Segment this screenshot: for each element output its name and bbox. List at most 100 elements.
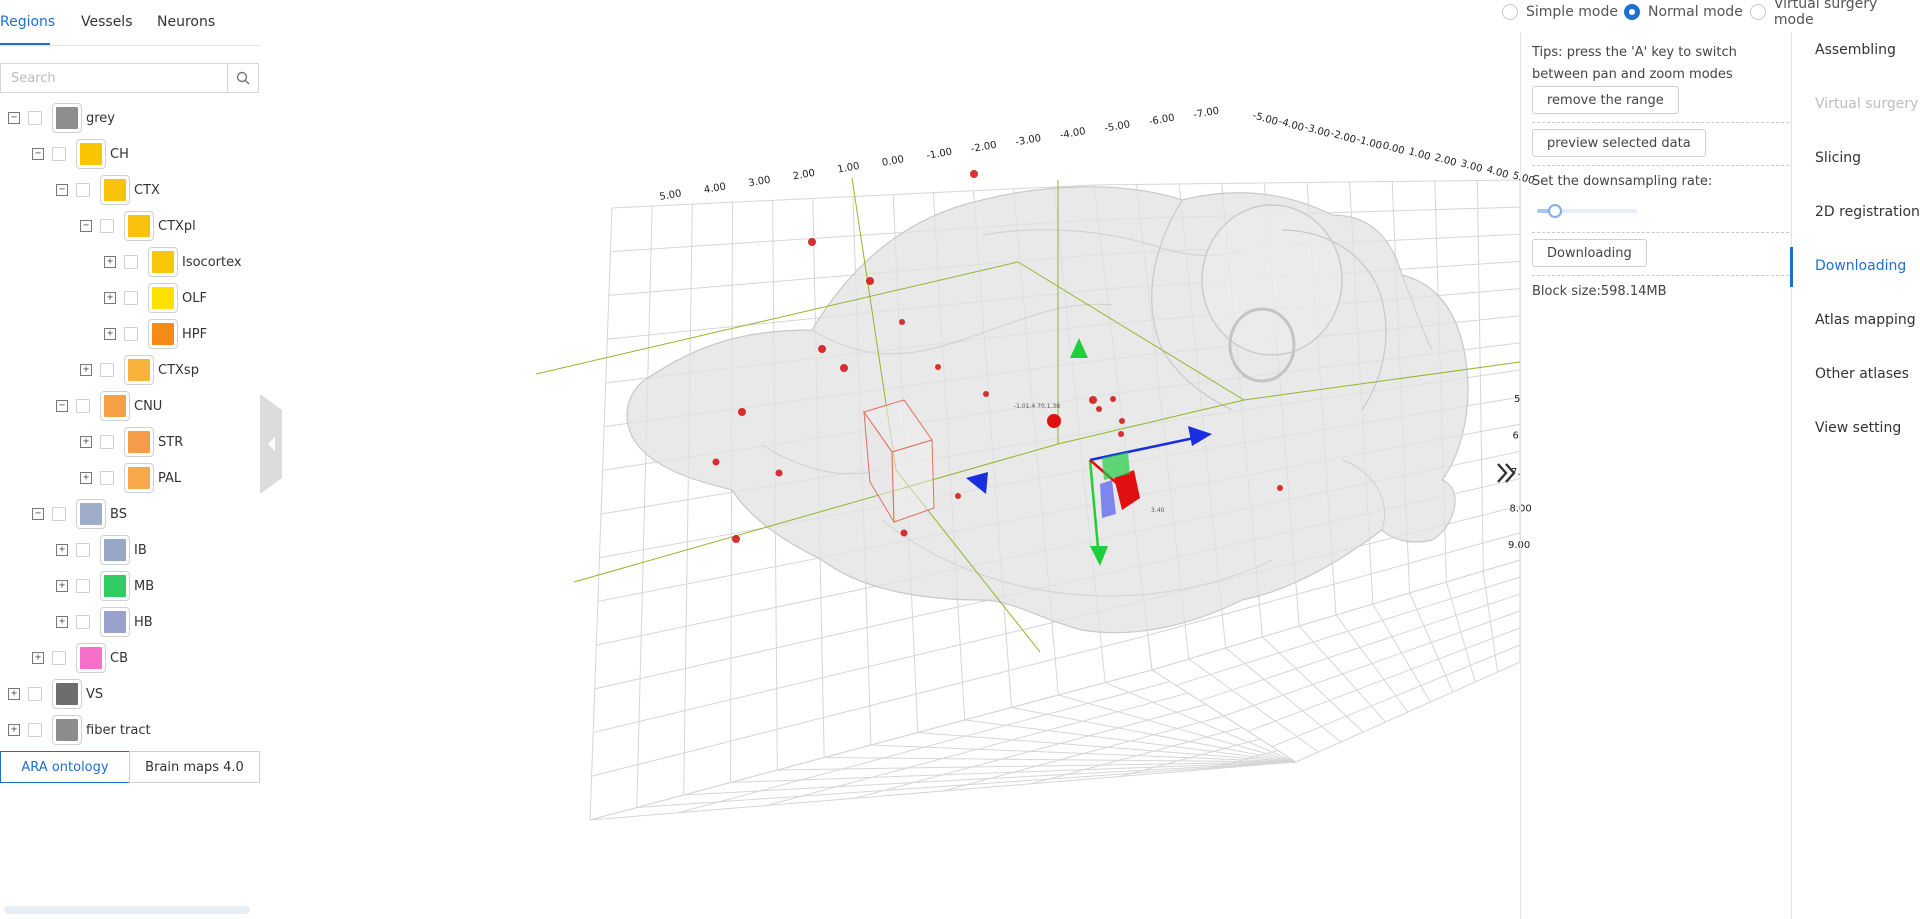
tab-neurons[interactable]: Neurons [157, 14, 216, 30]
tree-row[interactable]: −BS [32, 499, 127, 529]
nav-item-slicing[interactable]: Slicing [1815, 150, 1862, 166]
tree-row[interactable]: +CB [32, 643, 128, 673]
region-checkbox[interactable] [28, 111, 42, 125]
color-swatch[interactable] [100, 175, 130, 205]
tree-row[interactable]: −CTX [56, 175, 160, 205]
region-checkbox[interactable] [100, 219, 114, 233]
tree-row[interactable]: +Isocortex [104, 247, 242, 277]
region-checkbox[interactable] [100, 363, 114, 377]
color-swatch[interactable] [52, 715, 82, 745]
brain-maps-button[interactable]: Brain maps 4.0 [129, 751, 260, 783]
tree-row[interactable]: −CH [32, 139, 129, 169]
nav-item-view-setting[interactable]: View setting [1815, 420, 1902, 436]
expand-icon[interactable]: + [80, 472, 92, 484]
color-swatch[interactable] [148, 319, 178, 349]
downloading-button[interactable]: Downloading [1532, 239, 1647, 267]
downsampling-slider[interactable] [1537, 204, 1637, 218]
double-chevron-right-icon[interactable] [1494, 458, 1520, 488]
region-checkbox[interactable] [52, 507, 66, 521]
region-checkbox[interactable] [76, 615, 90, 629]
expand-icon[interactable]: + [104, 328, 116, 340]
color-swatch[interactable] [52, 103, 82, 133]
expand-icon[interactable]: + [8, 724, 20, 736]
collapse-icon[interactable]: − [32, 148, 44, 160]
region-checkbox[interactable] [124, 255, 138, 269]
nav-item-assembling[interactable]: Assembling [1815, 42, 1896, 58]
color-swatch[interactable] [76, 499, 106, 529]
collapse-icon[interactable]: − [56, 184, 68, 196]
region-checkbox[interactable] [76, 399, 90, 413]
color-swatch[interactable] [100, 571, 130, 601]
tree-row[interactable]: +PAL [80, 463, 181, 493]
collapse-icon[interactable]: − [32, 508, 44, 520]
region-checkbox[interactable] [100, 471, 114, 485]
color-swatch[interactable] [124, 463, 154, 493]
color-swatch[interactable] [76, 643, 106, 673]
collapse-icon[interactable]: − [8, 112, 20, 124]
search-input[interactable] [1, 64, 228, 92]
tree-row[interactable]: +HPF [104, 319, 207, 349]
tab-vessels[interactable]: Vessels [81, 14, 133, 30]
color-swatch[interactable] [148, 283, 178, 313]
expand-icon[interactable]: + [8, 688, 20, 700]
region-checkbox[interactable] [28, 687, 42, 701]
color-swatch[interactable] [52, 679, 82, 709]
nav-item-2d-registration[interactable]: 2D registration [1815, 204, 1920, 220]
nav-item-downloading[interactable]: Downloading [1815, 258, 1907, 274]
expand-icon[interactable]: + [56, 616, 68, 628]
tree-row[interactable]: +VS [8, 679, 103, 709]
tree-row[interactable]: +OLF [104, 283, 207, 313]
region-checkbox[interactable] [76, 183, 90, 197]
horizontal-scrollbar[interactable] [4, 906, 250, 914]
region-checkbox[interactable] [124, 327, 138, 341]
color-swatch[interactable] [100, 607, 130, 637]
nav-item-other-atlases[interactable]: Other atlases [1815, 366, 1909, 382]
region-checkbox[interactable] [100, 435, 114, 449]
collapse-panel-handle[interactable] [260, 394, 282, 494]
slider-thumb[interactable] [1548, 204, 1562, 218]
tree-row[interactable]: +CTXsp [80, 355, 199, 385]
tree-row[interactable]: +STR [80, 427, 183, 457]
tree-row[interactable]: +HB [56, 607, 153, 637]
region-checkbox[interactable] [124, 291, 138, 305]
collapse-icon[interactable]: − [80, 220, 92, 232]
tree-row[interactable]: +IB [56, 535, 147, 565]
expand-icon[interactable]: + [80, 364, 92, 376]
color-swatch[interactable] [100, 535, 130, 565]
search-button[interactable] [227, 64, 258, 92]
expand-icon[interactable]: + [56, 544, 68, 556]
tree-row[interactable]: −grey [8, 103, 115, 133]
region-checkbox[interactable] [52, 147, 66, 161]
tree-row[interactable]: −CNU [56, 391, 162, 421]
region-checkbox[interactable] [76, 579, 90, 593]
tab-regions[interactable]: Regions [0, 14, 56, 30]
expand-icon[interactable]: + [104, 292, 116, 304]
tree-row[interactable]: +fiber tract [8, 715, 151, 745]
tree-row[interactable]: +MB [56, 571, 154, 601]
region-checkbox[interactable] [28, 723, 42, 737]
expand-icon[interactable]: + [32, 652, 44, 664]
transform-gizmo[interactable] [966, 338, 1452, 566]
color-swatch[interactable] [100, 391, 130, 421]
expand-icon[interactable]: + [104, 256, 116, 268]
virtual-surgery-mode-radio[interactable]: Virtual surgery mode [1750, 0, 1920, 28]
color-swatch[interactable] [148, 247, 178, 277]
ara-ontology-button[interactable]: ARA ontology [0, 751, 130, 783]
simple-mode-radio[interactable]: Simple mode [1502, 2, 1618, 22]
tree-row[interactable]: −CTXpl [80, 211, 196, 241]
color-swatch[interactable] [124, 355, 154, 385]
nav-item-atlas-mapping[interactable]: Atlas mapping [1815, 312, 1916, 328]
preview-selected-data-button[interactable]: preview selected data [1532, 129, 1706, 157]
region-checkbox[interactable] [52, 651, 66, 665]
color-swatch[interactable] [124, 427, 154, 457]
selection-box[interactable]: -1.01,4.70,1.38 3.40 [863, 399, 1165, 524]
normal-mode-radio[interactable]: Normal mode [1624, 2, 1743, 22]
expand-icon[interactable]: + [80, 436, 92, 448]
region-checkbox[interactable] [76, 543, 90, 557]
collapse-icon[interactable]: − [56, 400, 68, 412]
remove-range-button[interactable]: remove the range [1532, 86, 1679, 114]
color-swatch[interactable] [76, 139, 106, 169]
expand-icon[interactable]: + [56, 580, 68, 592]
